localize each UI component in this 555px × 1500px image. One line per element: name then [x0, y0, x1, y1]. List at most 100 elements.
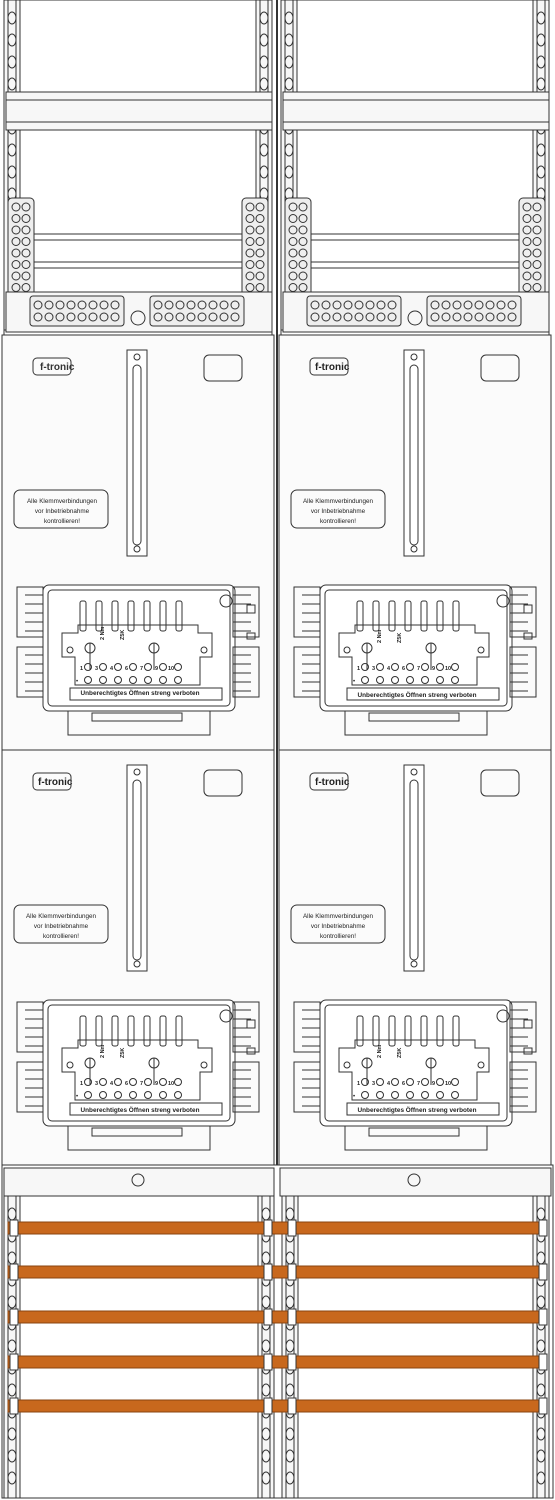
- contact-hole: [406, 1091, 414, 1099]
- logo-frame: [309, 772, 349, 791]
- terminal-block: [426, 295, 522, 327]
- contact-number: 6: [402, 666, 405, 672]
- terminal-screw: [255, 248, 265, 258]
- bracket-hole: [410, 545, 418, 553]
- rail-hole: [7, 1471, 17, 1485]
- terminal-screw: [365, 300, 375, 310]
- terminal-screw: [387, 312, 397, 322]
- clamp-upper: [232, 1001, 260, 1053]
- terminal-screw: [463, 312, 473, 322]
- busbar-holder: [263, 1263, 273, 1281]
- base-bracket: [344, 1126, 488, 1151]
- contact-hole: [144, 1078, 152, 1086]
- side-marker: [246, 604, 256, 614]
- rail-hole: [7, 1449, 17, 1463]
- terminal-screw: [298, 260, 308, 269]
- terminal-screw: [532, 237, 542, 246]
- terminal-screw: [343, 312, 353, 322]
- contact-hole: [114, 663, 122, 671]
- busbar-holder: [9, 1353, 19, 1371]
- side-marker: [246, 1047, 256, 1055]
- rail-hole: [536, 1339, 546, 1353]
- contact-number: 10: [168, 666, 174, 672]
- terminal-screw: [99, 312, 109, 322]
- torque-label: 2 Nm: [100, 626, 106, 640]
- bracket-slot: [409, 779, 419, 961]
- busbar-section: [1, 1164, 554, 1499]
- busbar: [7, 1355, 548, 1369]
- rail-body: [532, 1195, 550, 1499]
- adjust-screw: [148, 642, 160, 670]
- rail-hole: [261, 1339, 271, 1353]
- rail-hole: [536, 77, 546, 91]
- terminal-screw: [496, 312, 506, 322]
- terminal-screw: [474, 300, 484, 310]
- bracket-slot: [132, 779, 142, 961]
- rail-hole: [536, 33, 546, 47]
- terminal-screw: [365, 312, 375, 322]
- rail-hole: [285, 1449, 295, 1463]
- terminal-housing-inner: [47, 1004, 231, 1122]
- terminal-housing-inner: [324, 589, 508, 707]
- warning-line-copy: vor Inbetriebnahme: [311, 923, 366, 930]
- contact-hole: [361, 663, 369, 671]
- terminal-finger: [356, 1015, 364, 1047]
- terminal-screw: [230, 300, 240, 310]
- terminal-screw: [245, 225, 255, 235]
- plate-screw: [200, 646, 208, 654]
- terminal-screw: [532, 225, 542, 235]
- bracket-slot: [132, 364, 142, 546]
- rail-hole: [536, 165, 546, 179]
- contact-hole: [144, 663, 152, 671]
- terminal-screw: [11, 214, 21, 223]
- terminal-housing-inner: [47, 589, 231, 707]
- clamp-upper: [16, 1001, 44, 1053]
- contact-number: 9: [155, 1081, 158, 1087]
- terminal-screw: [99, 300, 109, 310]
- corner-hole: [219, 1009, 233, 1023]
- rail-body: [257, 1195, 275, 1499]
- contact-hole: [129, 1091, 137, 1099]
- rail-hole: [261, 1295, 271, 1309]
- terminal-screw: [522, 202, 532, 212]
- contact-hole: [391, 676, 399, 684]
- rail-hole: [284, 55, 294, 69]
- terminal-screw: [255, 271, 265, 281]
- busbar-header-right: [279, 1167, 552, 1197]
- busbar-holder: [538, 1397, 548, 1415]
- plate-screw: [66, 646, 74, 654]
- busbar-holder: [287, 1308, 297, 1326]
- contact-number: 7: [140, 1081, 143, 1087]
- contact-hole: [84, 676, 92, 684]
- terminal-finger: [452, 600, 460, 632]
- contact-hole: [144, 1091, 152, 1099]
- warning-label: [290, 904, 386, 944]
- contact-number: 6: [125, 1081, 128, 1087]
- side-clamp: [232, 1001, 260, 1113]
- terminal-finger: [159, 600, 167, 632]
- warning-line-copy: Alle Klemmverbindungen: [26, 913, 97, 920]
- terminal-text-copy: Unberechtigtes Öffnen streng verboten: [358, 1105, 477, 1114]
- warning-line-1: Alle Klemmverbindungen: [27, 498, 98, 505]
- terminal-screw: [153, 300, 163, 310]
- contact-hole: [391, 663, 399, 671]
- warning-line-copy: kontrollieren!: [320, 518, 356, 525]
- contact-hole: [391, 1078, 399, 1086]
- torque-label-copy: 2 Nm: [377, 1044, 383, 1058]
- busbar-holder: [287, 1263, 297, 1281]
- busbar-holder: [9, 1219, 19, 1237]
- terminal-screw: [298, 214, 308, 223]
- terminal-screw: [332, 300, 342, 310]
- contact-hole: [114, 676, 122, 684]
- bracket-body: [403, 764, 425, 972]
- clamp-lower: [509, 1061, 537, 1113]
- side-marker: [523, 632, 533, 640]
- terminal-screw: [11, 202, 21, 212]
- plate-screw: [343, 1061, 351, 1069]
- terminal-block-horizontal: [29, 295, 125, 327]
- side-clamp: [509, 1001, 537, 1113]
- busbar-holder: [287, 1397, 297, 1415]
- terminal-screw: [463, 300, 473, 310]
- terminal-finger: [111, 1015, 119, 1047]
